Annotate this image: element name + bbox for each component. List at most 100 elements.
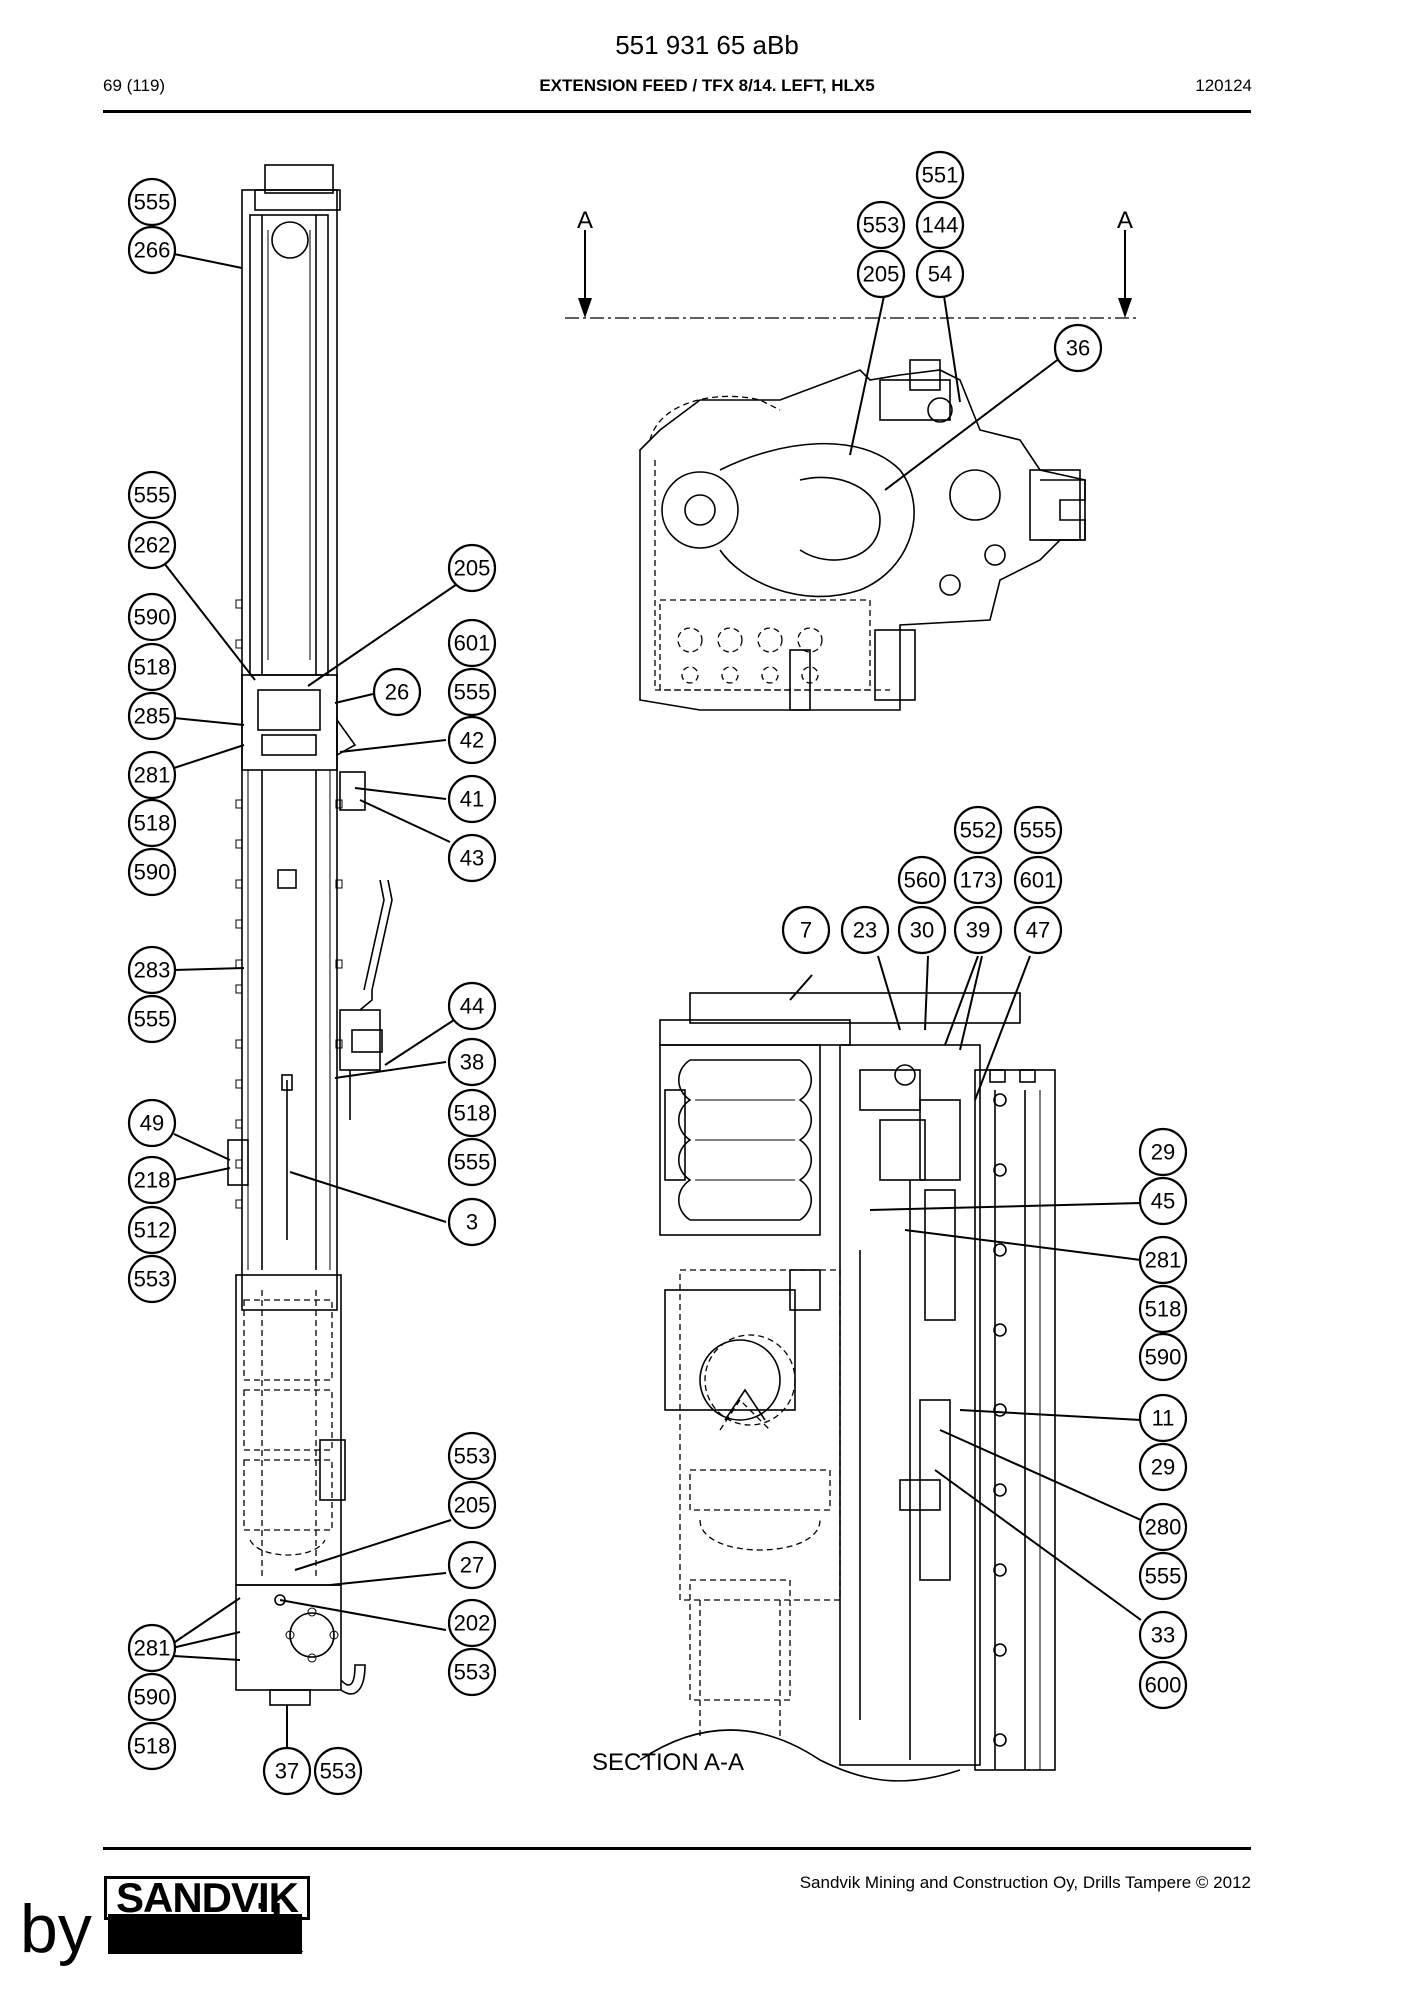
svg-text:560: 560: [904, 868, 941, 893]
svg-text:590: 590: [1145, 1345, 1182, 1370]
svg-text:43: 43: [460, 846, 484, 871]
svg-text:555: 555: [454, 1150, 491, 1175]
svg-text:26: 26: [385, 680, 409, 705]
svg-text:280: 280: [1145, 1515, 1182, 1540]
callout: 518: [447, 1088, 497, 1138]
callout: 7: [781, 905, 831, 955]
callout: 518: [127, 642, 177, 692]
svg-text:7: 7: [800, 918, 812, 943]
svg-text:555: 555: [134, 190, 171, 215]
svg-text:218: 218: [134, 1168, 171, 1193]
callout: 144: [915, 200, 965, 250]
callout: 555: [1138, 1551, 1188, 1601]
callout: 281: [1138, 1235, 1188, 1285]
svg-text:29: 29: [1151, 1140, 1175, 1165]
svg-text:600: 600: [1145, 1673, 1182, 1698]
callout: 601: [1013, 855, 1063, 905]
callout: 555: [127, 177, 177, 227]
callout: 47: [1013, 905, 1063, 955]
svg-text:36: 36: [1066, 336, 1090, 361]
section-marks: A A: [577, 207, 1133, 318]
svg-text:23: 23: [853, 918, 877, 943]
svg-text:41: 41: [460, 787, 484, 812]
svg-text:38: 38: [460, 1050, 484, 1075]
callout: 551: [915, 150, 965, 200]
callout: 555: [1013, 805, 1063, 855]
header-rule: [103, 110, 1251, 113]
callout: 555: [127, 470, 177, 520]
svg-text:49: 49: [140, 1111, 164, 1136]
callout: 38: [447, 1037, 497, 1087]
svg-text:518: 518: [134, 1734, 171, 1759]
section-view-leaders: [789, 955, 1142, 1621]
page-number: 69 (119): [103, 76, 166, 95]
section-mark-right: A: [1117, 207, 1133, 234]
callout: 27: [447, 1540, 497, 1590]
callout: 43: [447, 833, 497, 883]
callout: 281: [127, 750, 177, 800]
document-title: EXTENSION FEED / TFX 8/14. LEFT, HLX5: [539, 76, 875, 95]
svg-text:555: 555: [454, 680, 491, 705]
callout: 205: [447, 1480, 497, 1530]
svg-text:173: 173: [960, 868, 997, 893]
callout: 590: [127, 1672, 177, 1722]
svg-text:555: 555: [134, 483, 171, 508]
svg-text:518: 518: [454, 1101, 491, 1126]
svg-text:27: 27: [460, 1553, 484, 1578]
svg-text:590: 590: [134, 1685, 171, 1710]
callout: 553: [127, 1254, 177, 1304]
callout: 54: [915, 249, 965, 299]
svg-text:553: 553: [454, 1660, 491, 1685]
callout: 560: [897, 855, 947, 905]
section-label: SECTION A-A: [592, 1749, 744, 1776]
svg-text:144: 144: [922, 213, 959, 238]
callout: 218: [127, 1155, 177, 1205]
svg-text:555: 555: [1145, 1564, 1182, 1589]
callout: 37: [262, 1746, 312, 1796]
svg-text:30: 30: [910, 918, 934, 943]
callout: 590: [127, 592, 177, 642]
callout: 45: [1138, 1176, 1188, 1226]
svg-text:555: 555: [134, 1007, 171, 1032]
callout: 266: [127, 225, 177, 275]
svg-text:281: 281: [134, 763, 171, 788]
section-mark-left: A: [577, 207, 593, 234]
svg-text:33: 33: [1151, 1623, 1175, 1648]
callout: 590: [1138, 1332, 1188, 1382]
document-number: 551 931 65 aBb: [615, 30, 799, 60]
svg-text:281: 281: [1145, 1248, 1182, 1273]
svg-text:601: 601: [1020, 868, 1057, 893]
svg-text:283: 283: [134, 958, 171, 983]
svg-text:205: 205: [863, 262, 900, 287]
callout: 42: [447, 715, 497, 765]
callout: 205: [856, 249, 906, 299]
callout: 33: [1138, 1610, 1188, 1660]
footer-rule: [103, 1847, 1251, 1850]
svg-text:518: 518: [134, 655, 171, 680]
svg-text:551: 551: [922, 163, 959, 188]
callout: 41: [447, 774, 497, 824]
watermark-tail-text: vik: [220, 1891, 304, 1967]
callout: 553: [313, 1746, 363, 1796]
document-date: 120124: [1195, 76, 1252, 95]
svg-text:37: 37: [275, 1759, 299, 1784]
callout: 555: [447, 667, 497, 717]
left-feed-view: [227, 164, 393, 1706]
callout: 555: [447, 1137, 497, 1187]
callout: 173: [953, 855, 1003, 905]
svg-text:590: 590: [134, 860, 171, 885]
svg-text:601: 601: [454, 631, 491, 656]
callout: 3: [447, 1197, 497, 1247]
callout: 36: [1053, 323, 1103, 373]
svg-text:553: 553: [454, 1444, 491, 1469]
callout: 280: [1138, 1502, 1188, 1552]
svg-text:39: 39: [966, 918, 990, 943]
svg-text:553: 553: [320, 1759, 357, 1784]
callout: 518: [127, 798, 177, 848]
svg-text:11: 11: [1152, 1406, 1175, 1431]
callout: 283: [127, 945, 177, 995]
svg-text:590: 590: [134, 605, 171, 630]
svg-text:553: 553: [863, 213, 900, 238]
callout: 29: [1138, 1442, 1188, 1492]
